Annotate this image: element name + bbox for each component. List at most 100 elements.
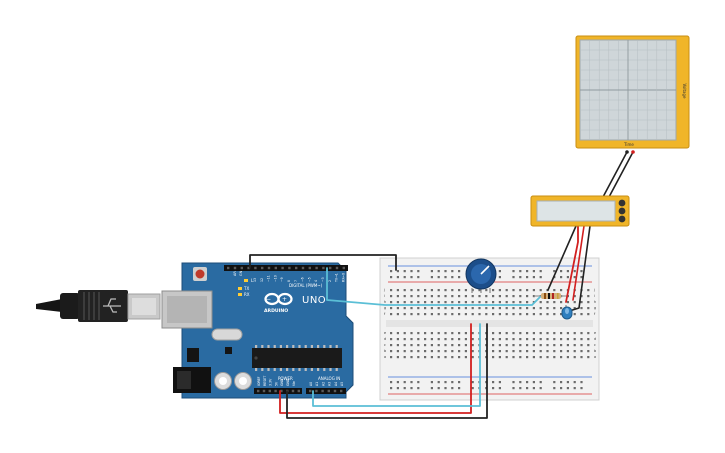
header-pin-hole[interactable] — [335, 266, 339, 270]
wire-5v-to-potentiometer[interactable] — [279, 323, 472, 414]
breadboard-hole[interactable] — [587, 295, 590, 298]
breadboard-hole[interactable] — [580, 332, 583, 335]
breadboard-hole[interactable] — [410, 295, 413, 298]
breadboard-hole[interactable] — [458, 381, 461, 384]
wire-multimeter-positive-2[interactable] — [572, 225, 585, 301]
arduino-board[interactable]: L TX RX − + UNO ARDUINO DIGITAL (PWM~) A… — [161, 262, 354, 399]
breadboard-hole[interactable] — [512, 313, 515, 316]
breadboard-hole[interactable] — [512, 301, 515, 304]
breadboard-hole[interactable] — [573, 270, 576, 273]
breadboard-hole[interactable] — [532, 387, 535, 390]
breadboard-hole[interactable] — [560, 356, 563, 359]
wire-analog-to-potentiometer[interactable] — [312, 323, 481, 407]
breadboard-hole[interactable] — [471, 338, 474, 341]
breadboard-hole[interactable] — [458, 276, 461, 279]
breadboard-hole[interactable] — [573, 387, 576, 390]
breadboard-hole[interactable] — [451, 295, 454, 298]
breadboard-hole[interactable] — [464, 313, 467, 316]
breadboard-hole[interactable] — [437, 295, 440, 298]
breadboard-hole[interactable] — [492, 301, 495, 304]
breadboard-hole[interactable] — [437, 338, 440, 341]
breadboard-hole[interactable] — [560, 381, 563, 384]
breadboard-hole[interactable] — [437, 289, 440, 292]
breadboard-hole[interactable] — [498, 276, 501, 279]
wire-digital-to-resistor[interactable] — [326, 267, 541, 306]
breadboard-hole[interactable] — [532, 276, 535, 279]
breadboard-hole[interactable] — [478, 289, 481, 292]
breadboard-hole[interactable] — [587, 307, 590, 310]
breadboard-hole[interactable] — [505, 295, 508, 298]
breadboard-hole[interactable] — [478, 313, 481, 316]
breadboard-hole[interactable] — [444, 381, 447, 384]
breadboard-hole[interactable] — [526, 270, 529, 273]
breadboard-hole[interactable] — [532, 289, 535, 292]
breadboard-hole[interactable] — [566, 387, 569, 390]
breadboard-hole[interactable] — [390, 387, 393, 390]
breadboard-hole[interactable] — [560, 338, 563, 341]
breadboard-hole[interactable] — [526, 381, 529, 384]
breadboard-hole[interactable] — [417, 295, 420, 298]
breadboard-hole[interactable] — [519, 381, 522, 384]
breadboard-hole[interactable] — [553, 338, 556, 341]
breadboard-hole[interactable] — [553, 332, 556, 335]
wire-oscilloscope-to-multimeter-1[interactable] — [602, 151, 628, 198]
breadboard-hole[interactable] — [403, 295, 406, 298]
led[interactable] — [561, 305, 573, 320]
breadboard-hole[interactable] — [553, 313, 556, 316]
resistor[interactable] — [534, 293, 568, 299]
breadboard-hole[interactable] — [546, 332, 549, 335]
breadboard-hole[interactable] — [498, 387, 501, 390]
breadboard-hole[interactable] — [526, 276, 529, 279]
breadboard-hole[interactable] — [403, 270, 406, 273]
breadboard-hole[interactable] — [437, 332, 440, 335]
breadboard-hole[interactable] — [437, 270, 440, 273]
breadboard-hole[interactable] — [512, 356, 515, 359]
breadboard-hole[interactable] — [444, 313, 447, 316]
wire-oscilloscope-to-multimeter-2[interactable] — [608, 151, 634, 198]
breadboard-hole[interactable] — [519, 356, 522, 359]
breadboard-hole[interactable] — [498, 295, 501, 298]
breadboard-hole[interactable] — [485, 313, 488, 316]
breadboard-hole[interactable] — [580, 356, 583, 359]
breadboard-hole[interactable] — [403, 381, 406, 384]
breadboard-hole[interactable] — [539, 307, 542, 310]
breadboard-hole[interactable] — [526, 344, 529, 347]
breadboard-hole[interactable] — [580, 276, 583, 279]
breadboard-hole[interactable] — [492, 344, 495, 347]
breadboard-hole[interactable] — [396, 381, 399, 384]
breadboard-hole[interactable] — [410, 289, 413, 292]
breadboard-hole[interactable] — [492, 332, 495, 335]
header-pin-hole[interactable] — [268, 389, 271, 393]
breadboard-hole[interactable] — [519, 307, 522, 310]
breadboard-hole[interactable] — [532, 332, 535, 335]
breadboard-hole[interactable] — [403, 356, 406, 359]
breadboard-hole[interactable] — [451, 276, 454, 279]
header-pin-hole[interactable] — [295, 266, 298, 270]
breadboard-hole[interactable] — [403, 332, 406, 335]
breadboard-hole[interactable] — [430, 344, 433, 347]
breadboard-hole[interactable] — [458, 301, 461, 304]
breadboard-hole[interactable] — [437, 307, 440, 310]
breadboard-hole[interactable] — [526, 295, 529, 298]
breadboard-hole[interactable] — [587, 338, 590, 341]
oscilloscope-terminal-1[interactable] — [625, 150, 629, 154]
breadboard-hole[interactable] — [396, 301, 399, 304]
breadboard-hole[interactable] — [451, 387, 454, 390]
breadboard-hole[interactable] — [512, 276, 515, 279]
breadboard-hole[interactable] — [417, 332, 420, 335]
breadboard-hole[interactable] — [430, 276, 433, 279]
breadboard-hole[interactable] — [519, 295, 522, 298]
breadboard-hole[interactable] — [526, 350, 529, 353]
breadboard-hole[interactable] — [532, 295, 535, 298]
breadboard-hole[interactable] — [458, 289, 461, 292]
breadboard-hole[interactable] — [560, 313, 563, 316]
usb-cable[interactable] — [36, 290, 161, 322]
potentiometer[interactable] — [465, 258, 497, 293]
breadboard-hole[interactable] — [526, 387, 529, 390]
breadboard-hole[interactable] — [519, 289, 522, 292]
header-pin-hole[interactable] — [291, 389, 295, 393]
breadboard-hole[interactable] — [512, 307, 515, 310]
breadboard-hole[interactable] — [573, 381, 576, 384]
breadboard-hole[interactable] — [417, 289, 420, 292]
breadboard-hole[interactable] — [403, 276, 406, 279]
